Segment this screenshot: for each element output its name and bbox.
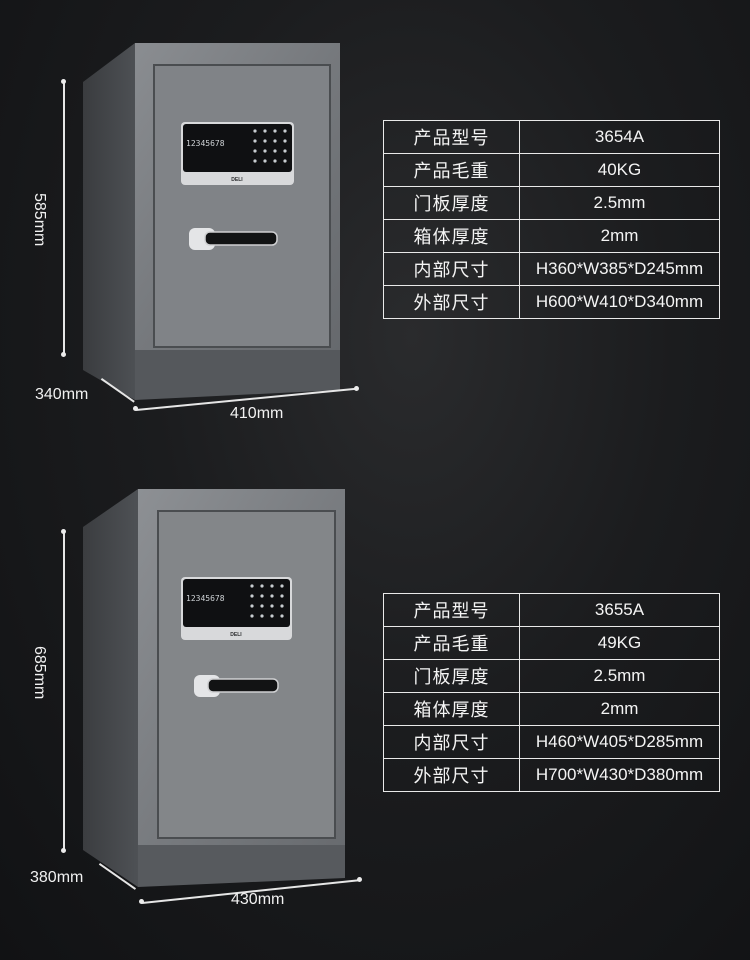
- spec-value: H360*W385*D245mm: [519, 252, 720, 286]
- spec-value: 2mm: [519, 692, 720, 726]
- handle-bar: [207, 678, 279, 693]
- width-label: 410mm: [230, 405, 284, 422]
- safe-illustration-3654a: 12345678 DELI: [83, 43, 340, 400]
- depth-label: 340mm: [35, 386, 89, 403]
- spec-value: 40KG: [519, 153, 720, 187]
- spec-label: 外部尺寸: [383, 758, 520, 792]
- spec-value: 2.5mm: [519, 659, 720, 693]
- keypad-display-text: 12345678: [186, 139, 225, 148]
- spec-value: H460*W405*D285mm: [519, 725, 720, 759]
- spec-label: 外部尺寸: [383, 285, 520, 319]
- spec-label: 门板厚度: [383, 186, 520, 220]
- width-label: 430mm: [231, 891, 285, 908]
- height-label: 585mm: [31, 193, 48, 247]
- spec-label: 产品毛重: [383, 626, 520, 660]
- spec-label: 产品型号: [383, 120, 520, 154]
- brand-logo: DELI: [231, 177, 243, 183]
- keypad-display-text: 12345678: [186, 594, 225, 603]
- spec-value: H700*W430*D380mm: [519, 758, 720, 792]
- spec-label: 内部尺寸: [383, 725, 520, 759]
- spec-value: 2.5mm: [519, 186, 720, 220]
- spec-value: 49KG: [519, 626, 720, 660]
- spec-value: H600*W410*D340mm: [519, 285, 720, 319]
- spec-label: 产品型号: [383, 593, 520, 627]
- safe-illustration-3655a: 12345678 DELI: [83, 489, 345, 887]
- spec-value: 3654A: [519, 120, 720, 154]
- height-label: 685mm: [31, 646, 48, 700]
- handle-bar: [204, 231, 278, 246]
- spec-label: 产品毛重: [383, 153, 520, 187]
- spec-value: 2mm: [519, 219, 720, 253]
- spec-value: 3655A: [519, 593, 720, 627]
- spec-label: 箱体厚度: [383, 219, 520, 253]
- spec-label: 门板厚度: [383, 659, 520, 693]
- depth-label: 380mm: [30, 869, 84, 886]
- brand-logo: DELI: [230, 632, 242, 638]
- spec-label: 内部尺寸: [383, 252, 520, 286]
- spec-label: 箱体厚度: [383, 692, 520, 726]
